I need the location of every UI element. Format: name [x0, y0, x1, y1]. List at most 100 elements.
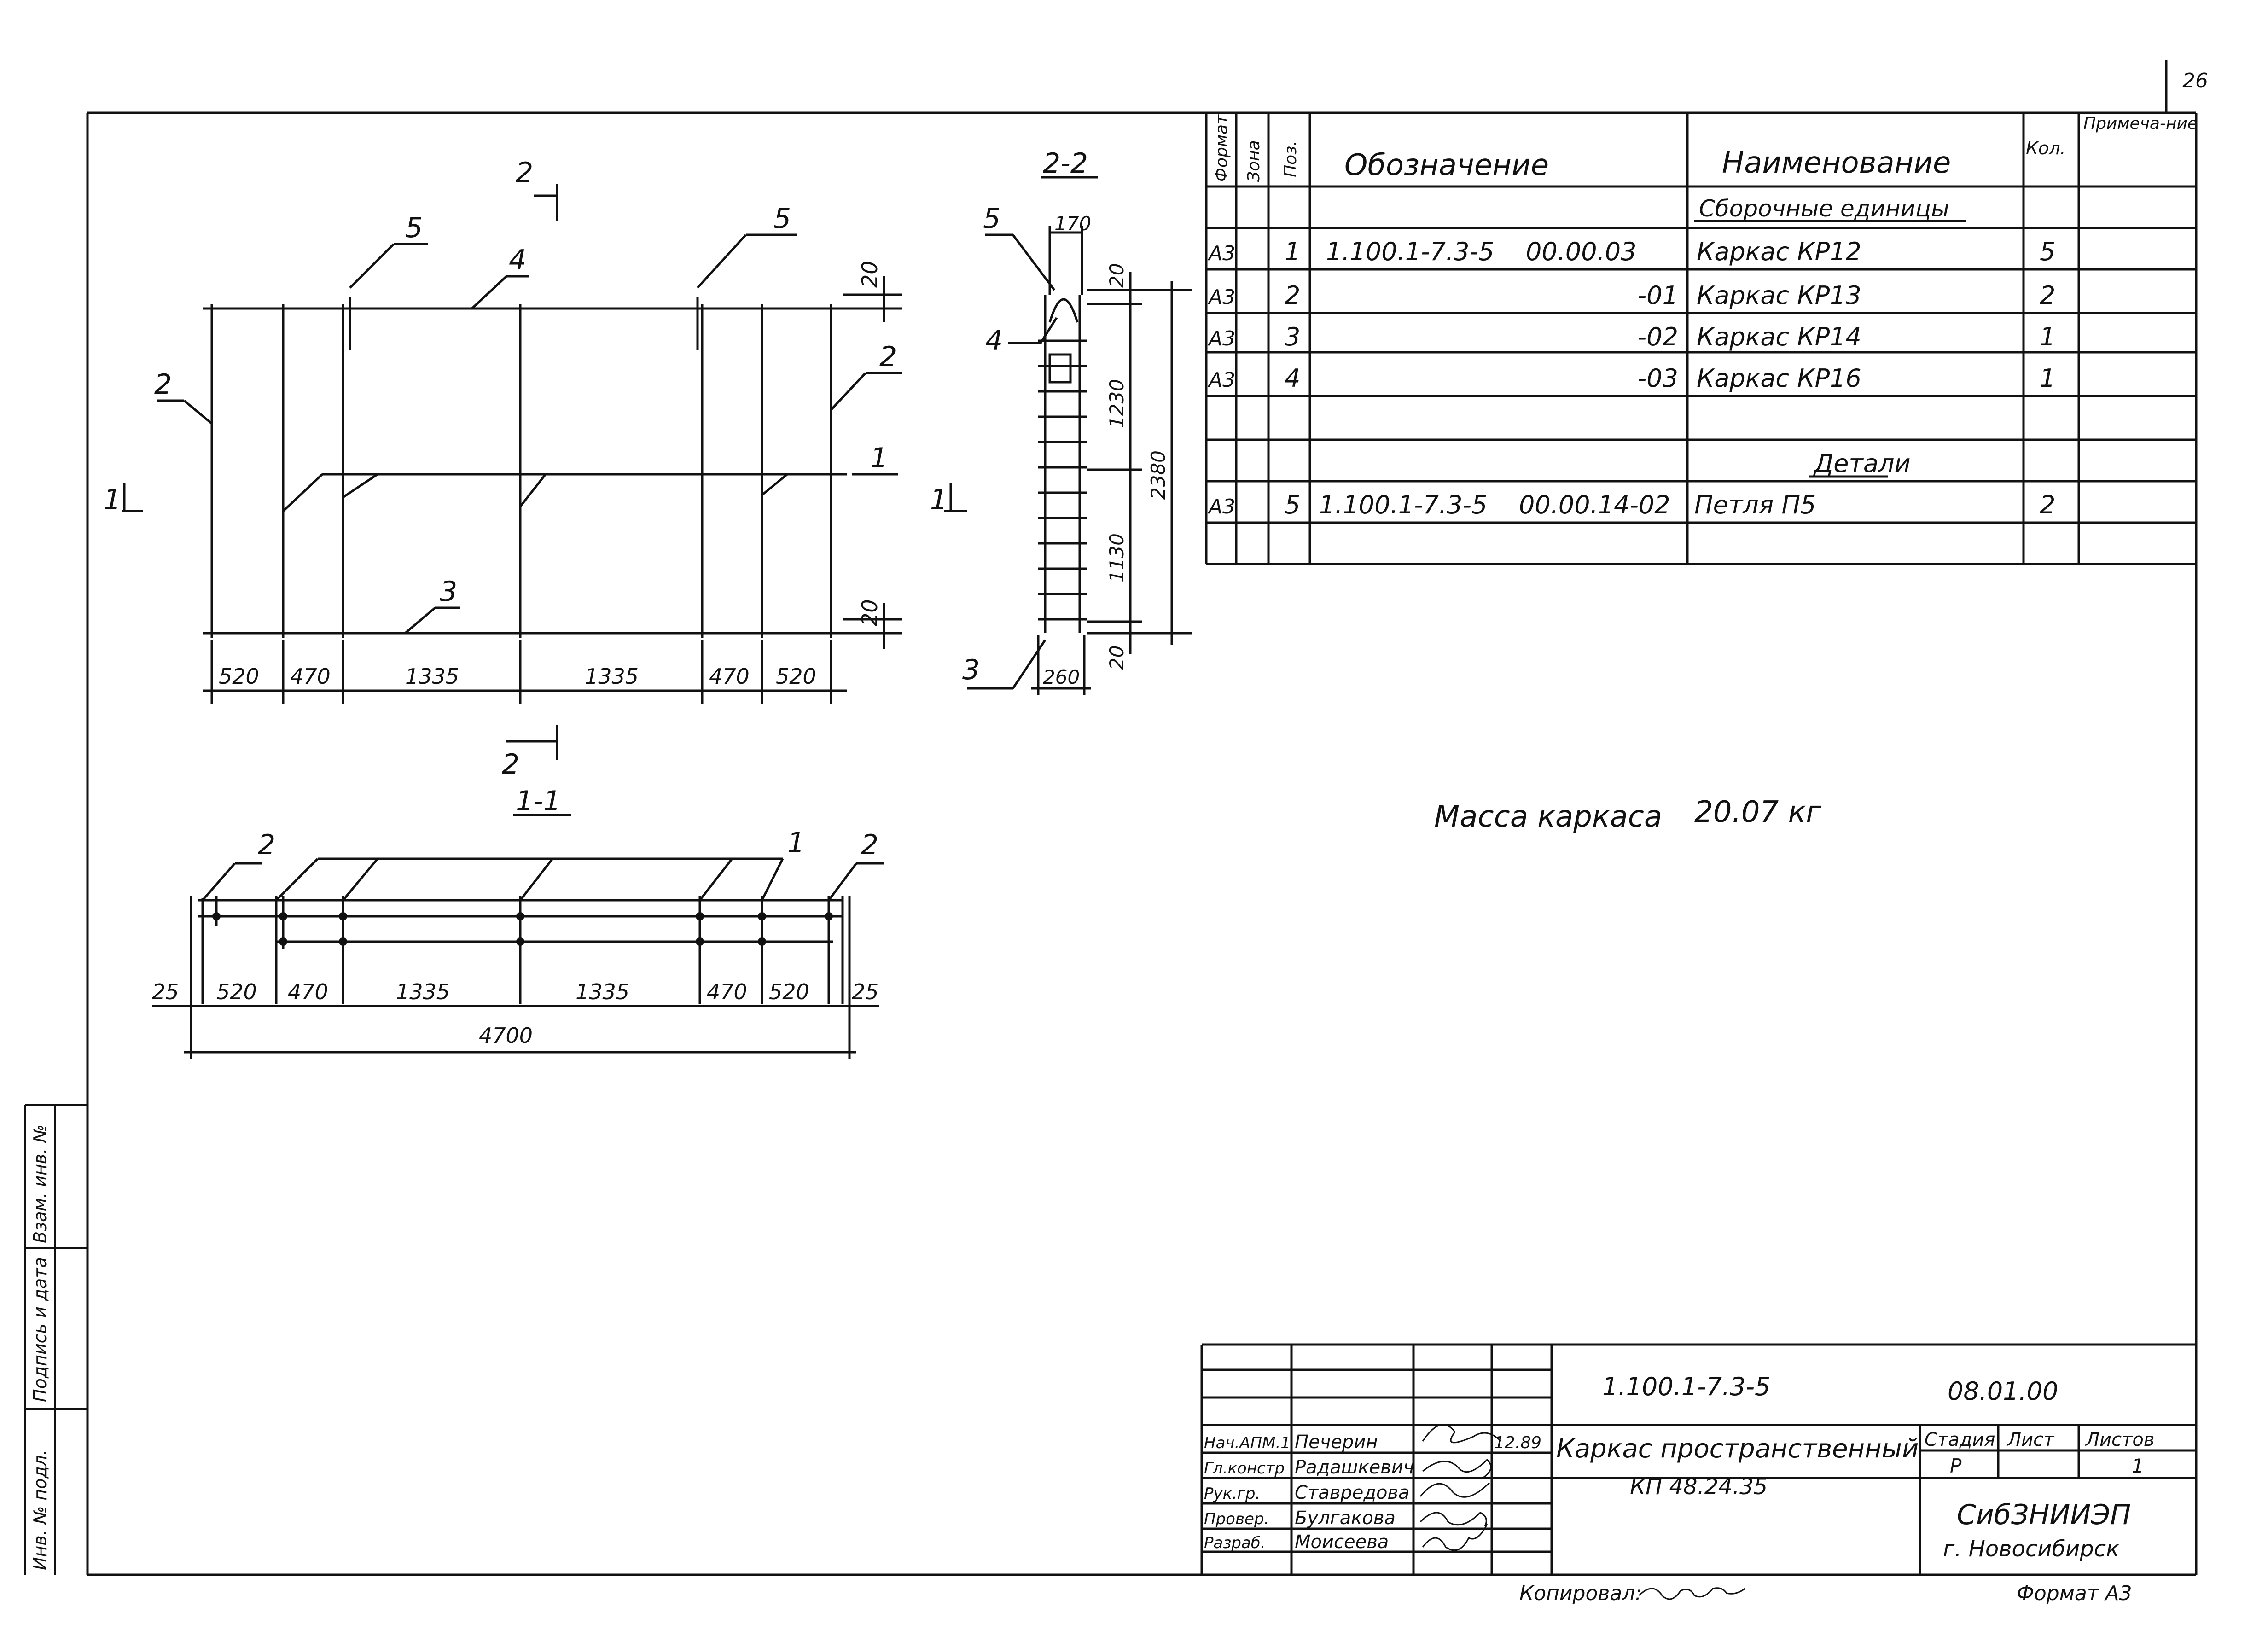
- callout-pos-3: 3: [962, 654, 980, 686]
- section-title: 2-2: [1043, 147, 1088, 180]
- dim-label: 520: [769, 979, 809, 1004]
- dim-label: 470: [707, 979, 747, 1004]
- dim-label: 470: [288, 979, 328, 1004]
- dim-label: 1335: [576, 979, 629, 1004]
- role-label: Рук.гр.: [1204, 1485, 1260, 1503]
- dim-label: 170: [1054, 212, 1091, 235]
- callout-pos-5: 5: [405, 212, 423, 244]
- organization: СибЗНИИЭП: [1957, 1499, 2131, 1531]
- callout-pos-4: 4: [985, 325, 1003, 357]
- callout-pos-2: 2: [154, 368, 172, 401]
- role-label: Гл.констр: [1204, 1459, 1285, 1478]
- section-mark-1: 1: [930, 483, 948, 516]
- dim-label: 260: [1043, 666, 1080, 688]
- cell-designation: 1.100.1-7.3-5 00.00.14-02: [1319, 490, 1670, 519]
- cell-pos: 1: [1285, 237, 1300, 266]
- cell-format: А3: [1207, 495, 1235, 518]
- drawing-mark: КП 48.24.35: [1630, 1474, 1768, 1500]
- callout-pos-1: 1: [787, 827, 805, 859]
- cell-name: Каркас КР12: [1697, 237, 1861, 266]
- callout-pos-5: 5: [983, 203, 1000, 235]
- dim-label: 520: [216, 979, 257, 1004]
- callout-pos-2: 2: [861, 829, 878, 861]
- section-1-1-bar-dots: [212, 912, 833, 946]
- dim-label: 520: [219, 664, 259, 689]
- person-name: Ставредова: [1295, 1482, 1410, 1503]
- dim-label: 20: [857, 599, 882, 626]
- cell-format: А3: [1207, 242, 1235, 265]
- elevation-labels: 5 4 5 2 2 1 3 2 2 1 1: [104, 157, 948, 780]
- sheet-frame: [86, 60, 2198, 1576]
- role-label: Разраб.: [1204, 1534, 1266, 1552]
- col-header-designation: Обозначение: [1344, 148, 1549, 182]
- mass-label: Масса каркаса: [1434, 800, 1662, 834]
- col-header-qty: Кол.: [2026, 138, 2066, 158]
- dim-label: 1130: [1105, 533, 1128, 582]
- cell-pos: 3: [1285, 322, 1300, 351]
- cell-pos: 2: [1285, 281, 1300, 310]
- elevation-dims: 520 470 1335 1335 470 520 20 20: [219, 261, 882, 689]
- mass-value: 20.07 кг: [1694, 795, 1821, 829]
- spec-table-body: Сборочные единицы А3 1 1.100.1-7.3-5 00.…: [1207, 195, 2055, 519]
- section-2-2: [967, 176, 1192, 695]
- footer: Копировал: Формат А3: [1519, 1582, 2132, 1605]
- dim-label: 20: [857, 261, 882, 288]
- copied-by-label: Копировал:: [1519, 1582, 1642, 1605]
- stage-label: Стадия: [1925, 1429, 1995, 1450]
- section-2-2-labels: 2-2 5 4 3: [962, 147, 1088, 686]
- organization-city: г. Новосибирск: [1943, 1536, 2119, 1562]
- side-stamp: [24, 1104, 87, 1575]
- dim-label: 25: [852, 979, 879, 1004]
- cell-format: А3: [1207, 285, 1235, 309]
- person-name: Печерин: [1295, 1432, 1378, 1453]
- role-label: Нач.АПМ.1: [1204, 1434, 1291, 1452]
- elevation-view: [122, 184, 967, 760]
- section-mark-2: 2: [502, 748, 519, 780]
- dim-label: 1335: [396, 979, 450, 1004]
- cell-designation: 1.100.1-7.3-5 00.00.03: [1326, 237, 1636, 266]
- cell-name: Петля П5: [1694, 490, 1816, 519]
- role-label: Провер.: [1204, 1510, 1269, 1528]
- person-name: Моисеева: [1295, 1531, 1389, 1553]
- cell-designation: -02: [1638, 322, 1678, 351]
- dim-label: 2380: [1147, 450, 1169, 500]
- section-1-1-labels: 1-1 2 1 2: [258, 785, 878, 861]
- dim-overall: 4700: [479, 1023, 533, 1048]
- dim-label: 1230: [1105, 379, 1128, 428]
- callout-pos-2: 2: [258, 829, 275, 861]
- cell-name: Каркас КР13: [1697, 281, 1861, 310]
- col-header-pos: Поз.: [1281, 140, 1300, 177]
- cell-name: Каркас КР14: [1697, 322, 1861, 351]
- sheet-label: Лист: [2006, 1429, 2055, 1450]
- sheets-value: 1: [2132, 1455, 2144, 1477]
- dim-label: 20: [1105, 263, 1128, 288]
- section-title: 1-1: [516, 785, 561, 817]
- title-block-grid: [1200, 1343, 2196, 1575]
- date: 12.89: [1494, 1433, 1541, 1452]
- signature-scribbles: [1419, 1424, 1502, 1551]
- cell-name: Каркас КР16: [1697, 364, 1861, 393]
- dim-label: 1335: [405, 664, 459, 689]
- dim-label: 25: [152, 979, 179, 1004]
- callout-pos-5: 5: [773, 203, 791, 235]
- cell-pos: 5: [1285, 490, 1300, 519]
- cell-pos: 4: [1285, 364, 1300, 393]
- section-mark-2: 2: [516, 157, 533, 189]
- section-heading: Сборочные единицы: [1699, 195, 1949, 222]
- stage-value: Р: [1950, 1455, 1962, 1477]
- doc-code: 1.100.1-7.3-5: [1602, 1372, 1770, 1401]
- col-header-format: Формат: [1212, 114, 1231, 182]
- dim-label: 470: [290, 664, 331, 689]
- title-block: 1.100.1-7.3-5 08.01.00 Нач.АПМ.1 Гл.конс…: [1204, 1372, 2154, 1562]
- person-name: Булгакова: [1295, 1508, 1396, 1529]
- section-heading: Детали: [1813, 449, 1911, 478]
- col-header-note: Примеча-ние: [2083, 114, 2198, 133]
- section-2-2-dims: 170 260 20 1230 2380 1130 20: [1043, 212, 1169, 688]
- spec-table-grid: [1205, 113, 2196, 565]
- page-number: 26: [2182, 69, 2208, 93]
- callout-pos-4: 4: [509, 244, 526, 276]
- callout-pos-1: 1: [870, 442, 888, 474]
- person-name: Радашкевич: [1295, 1457, 1414, 1478]
- drawing-title: Каркас пространственный: [1556, 1434, 1919, 1464]
